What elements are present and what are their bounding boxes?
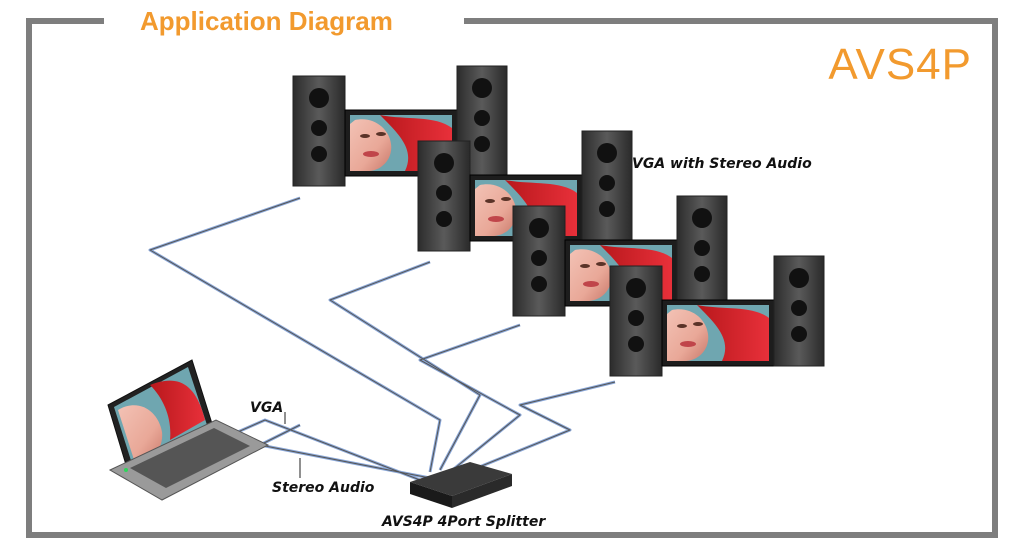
title-background <box>104 4 464 38</box>
splitter-box <box>410 462 512 508</box>
label-vga-with-stereo-audio: VGA with Stereo Audio <box>632 156 812 172</box>
laptop <box>107 359 270 501</box>
diagram-frame <box>26 18 998 538</box>
diagram-title: Application Diagram <box>140 6 393 36</box>
display-unit-1 <box>292 65 508 187</box>
label-vga: VGA <box>250 400 284 416</box>
model-name: AVS4P <box>828 40 972 89</box>
cables <box>148 196 616 482</box>
label-splitter: AVS4P 4Port Splitter <box>382 514 546 530</box>
label-stereo-audio: Stereo Audio <box>272 480 375 496</box>
